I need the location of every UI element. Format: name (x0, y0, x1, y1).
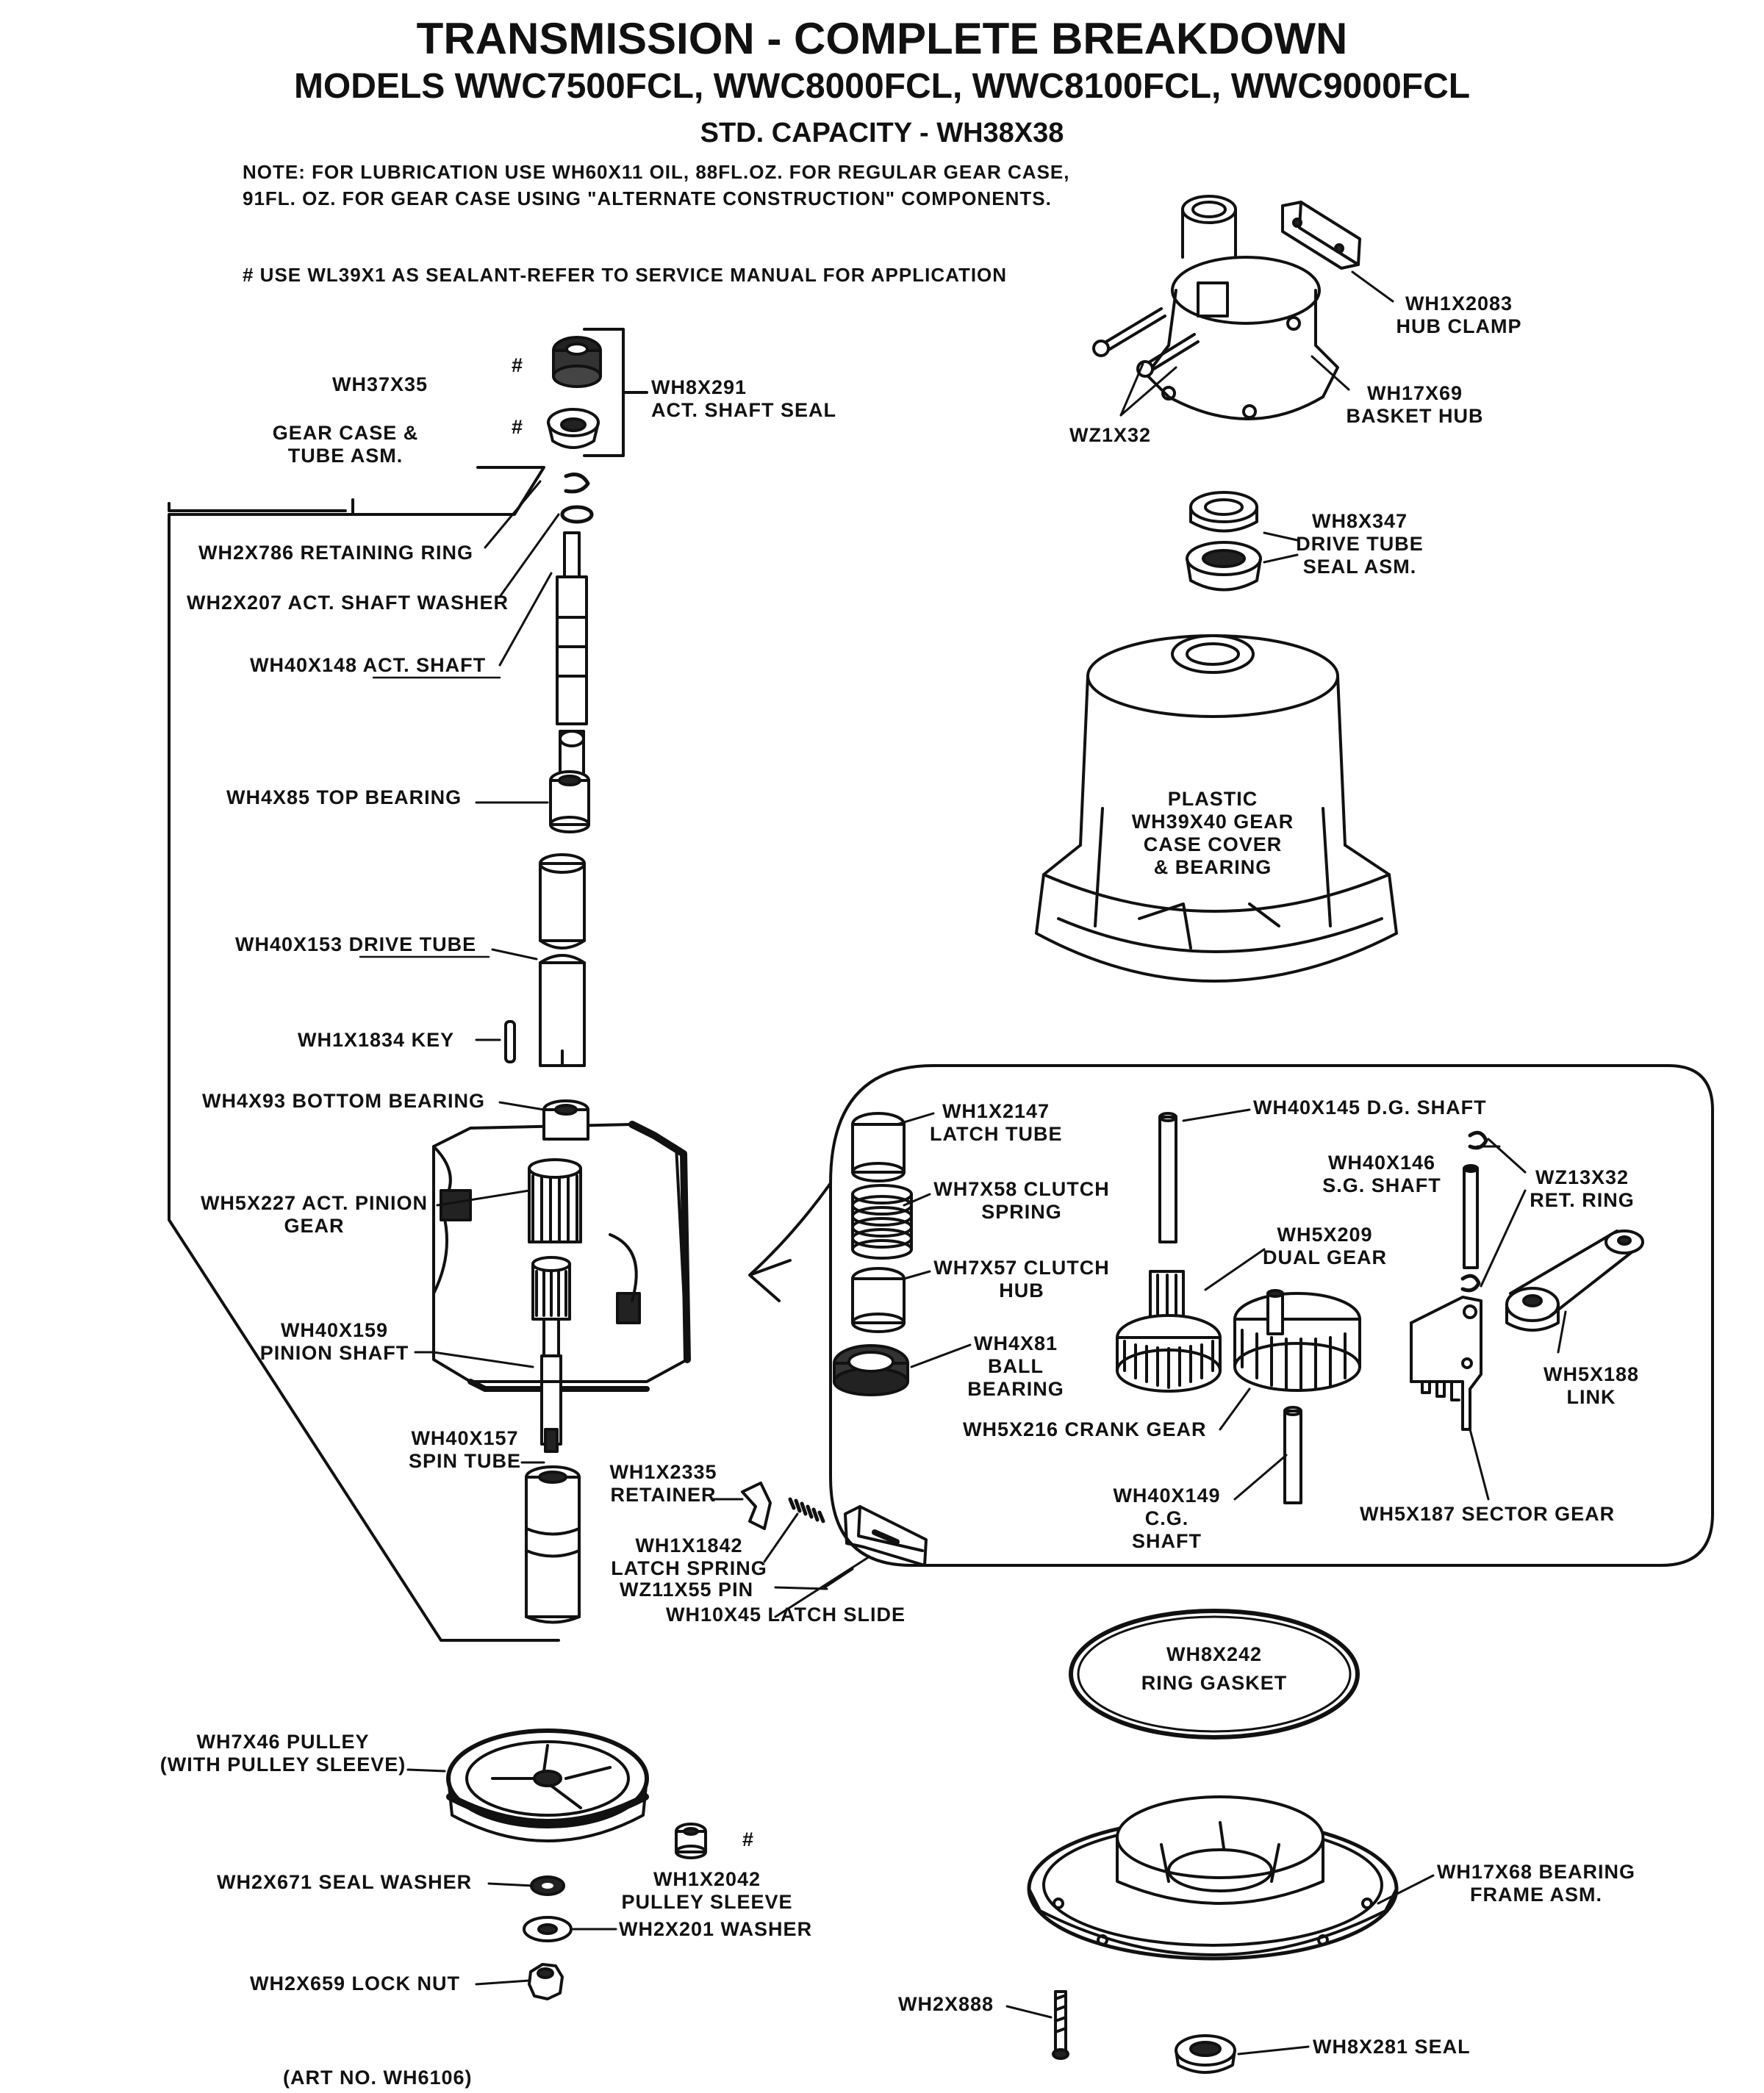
label-act-shaft-washer: WH2X207 ACT. SHAFT WASHER (187, 592, 509, 614)
label-wh2x888: WH2X888 (898, 1993, 994, 2015)
act-pinion-gear-icon (528, 1158, 582, 1243)
sealant-mark: # (512, 354, 524, 376)
label-key: WH1X1834 KEY (298, 1029, 455, 1051)
label-retaining-ring: WH2X786 RETAINING RING (198, 542, 474, 564)
washer-icon (523, 1916, 573, 1942)
gear-case-cover-icon (1035, 634, 1398, 983)
label-lock-nut: WH2X659 LOCK NUT (250, 1972, 461, 1995)
act-shaft-washer-icon (560, 505, 594, 524)
pin-icon (823, 1568, 854, 1589)
label-seal-281: WH8X281 SEAL (1313, 2036, 1471, 2058)
top-bearing-icon (549, 770, 590, 833)
sg-shaft-icon (1463, 1164, 1479, 1269)
hub-clamp-icon (1281, 201, 1361, 270)
label-underlines (359, 676, 501, 958)
lubrication-note-line1: NOTE: FOR LUBRICATION USE WH60X11 OIL, 8… (243, 161, 1070, 183)
pulley-icon (446, 1728, 649, 1842)
key-icon (504, 1020, 516, 1063)
label-gear-case-tube: GEAR CASE &TUBE ASM. (272, 422, 419, 467)
gear-case-bracket (168, 466, 560, 1642)
label-washer: WH2X201 WASHER (619, 1918, 813, 1940)
ring-gasket-icon (1069, 1609, 1360, 1740)
label-wz1x32: WZ1X32 (1069, 424, 1152, 446)
act-shaft-seal-bracket (583, 328, 648, 457)
label-pin: WZ11X55 PIN (620, 1579, 754, 1601)
label-crank-gear: WH5X216 CRANK GEAR (963, 1418, 1207, 1440)
label-latch-slide: WH10X45 LATCH SLIDE (666, 1604, 906, 1626)
label-drive-tube: WH40X153 DRIVE TUBE (235, 933, 477, 955)
sector-gear-icon (1410, 1296, 1482, 1431)
page-title: TRANSMISSION - COMPLETE BREAKDOWN (416, 14, 1348, 63)
art-number: (ART NO. WH6106) (283, 2067, 473, 2089)
seal-washer-icon (530, 1875, 565, 1896)
clutch-hub-icon (851, 1267, 906, 1333)
link-icon (1505, 1229, 1644, 1332)
sealant-note: # USE WL39X1 AS SEALANT-REFER TO SERVICE… (243, 264, 1008, 286)
retainer-icon (741, 1482, 772, 1530)
label-seal-washer: WH2X671 SEAL WASHER (217, 1871, 473, 1893)
bolt-icon (1092, 307, 1200, 378)
models-subtitle: MODELS WWC7500FCL, WWC8000FCL, WWC8100FC… (293, 67, 1471, 106)
dual-gear-icon (1116, 1270, 1222, 1393)
spin-tube-icon (525, 1465, 581, 1624)
label-wh37x35: WH37X35 (332, 373, 429, 395)
act-shaft-icon (556, 531, 588, 777)
clutch-spring-icon (851, 1184, 913, 1260)
capacity-subtitle: STD. CAPACITY - WH38X38 (700, 118, 1064, 148)
ball-bearing-icon (833, 1344, 909, 1396)
sealant-mark: # (742, 1828, 755, 1850)
label-top-bearing: WH4X85 TOP BEARING (226, 786, 462, 808)
act-shaft-seal-icon (547, 336, 602, 449)
lubrication-note-line2: 91FL. OZ. FOR GEAR CASE USING "ALTERNATE… (243, 187, 1052, 209)
seal-281-icon (1175, 2034, 1236, 2074)
retaining-ring-icon (564, 473, 590, 494)
bearing-frame-icon (1027, 1795, 1399, 1961)
gear-train-outline (748, 1064, 1714, 1567)
drive-tube-seal-icon (1186, 491, 1262, 592)
screw-icon (1052, 1990, 1069, 2060)
sealant-mark: # (512, 416, 524, 438)
crank-gear-icon (1233, 1289, 1361, 1392)
label-dg-shaft: WH40X145 D.G. SHAFT (1253, 1096, 1487, 1119)
basket-hub-icon (1145, 195, 1339, 420)
lock-nut-icon (528, 1963, 564, 2000)
latch-spring-icon (788, 1497, 825, 1523)
label-pulley: WH7X46 PULLEY(WITH PULLEY SLEEVE) (159, 1731, 406, 1776)
label-bottom-bearing: WH4X93 BOTTOM BEARING (202, 1090, 486, 1112)
pinion-shaft-icon (531, 1256, 571, 1453)
label-sector-gear: WH5X187 SECTOR GEAR (1360, 1503, 1616, 1525)
leader-lines (406, 270, 1567, 2056)
latch-tube-icon (851, 1112, 906, 1182)
pulley-sleeve-icon (675, 1823, 707, 1859)
label-act-shaft: WH40X148 ACT. SHAFT (250, 654, 487, 676)
ret-ring-icon (1460, 1130, 1488, 1293)
latch-slide-icon (844, 1505, 928, 1567)
dg-shaft-icon (1158, 1112, 1177, 1243)
drive-tube-icon (539, 853, 586, 1067)
gear-case-icon (432, 1099, 691, 1392)
